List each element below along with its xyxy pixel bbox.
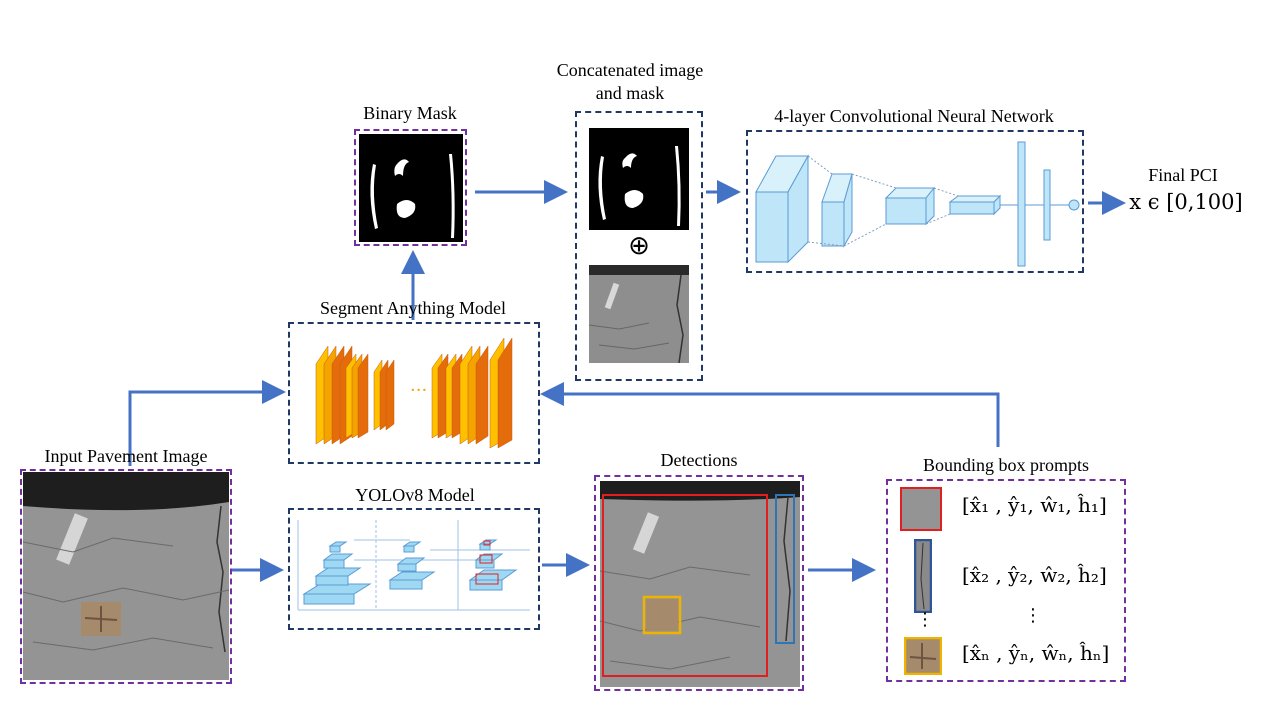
sam-layers-diagram: ··· xyxy=(315,337,513,449)
svg-text:···: ··· xyxy=(410,380,427,401)
yolo-panel xyxy=(288,508,540,630)
sam-title: Segment Anything Model xyxy=(320,298,506,318)
detections-panel xyxy=(594,475,804,691)
input-pavement-image xyxy=(23,472,229,680)
concat-title-line2: and mask xyxy=(595,83,665,103)
concat-operator: ⊕ xyxy=(628,231,650,261)
bbox-prompt-2: [x̂₂ , ŷ₂, ŵ₂, ĥ₂] xyxy=(962,563,1107,587)
concat-panel: ⊕ xyxy=(575,111,703,381)
detection-box-red xyxy=(602,494,768,677)
binary-mask-image xyxy=(359,134,463,242)
pci-range: x ϵ [0,100] xyxy=(1129,190,1243,214)
concat-pavement-image xyxy=(589,265,689,363)
cnn-diagram xyxy=(755,141,1080,267)
cnn-panel xyxy=(746,130,1084,273)
bbox-prompt-ellipsis: ⋮ xyxy=(1024,605,1042,626)
bbox-prompts-title: Bounding box prompts xyxy=(922,455,1089,475)
binary-mask-title: Binary Mask xyxy=(363,103,457,123)
detection-box-yellow xyxy=(642,595,682,635)
bbox-prompt-1: [x̂₁ , ŷ₁, ŵ₁, ĥ₁] xyxy=(962,493,1107,517)
arrow-input-to-sam xyxy=(128,380,286,466)
bbox-prompt-n: [x̂ₙ , ŷₙ, ŵₙ, ĥₙ] xyxy=(962,641,1110,665)
concat-mask-image xyxy=(589,128,689,230)
prompt-thumb-ellipsis: ⋮ xyxy=(916,609,934,630)
arrow-prompts-to-sam xyxy=(540,382,1000,447)
prompt-thumb-1 xyxy=(900,487,942,531)
prompt-thumb-n xyxy=(904,637,942,675)
detections-image xyxy=(600,481,800,687)
input-title: Input Pavement Image xyxy=(44,446,208,466)
yolo-architecture-diagram xyxy=(297,520,530,611)
yolo-title: YOLOv8 Model xyxy=(355,485,475,505)
bbox-prompts-panel: ⋮ [x̂₁ , ŷ₁, ŵ₁, ĥ₁] [x̂₂ , ŷ₂, ŵ₂, ĥ₂] … xyxy=(886,479,1126,682)
prompt-thumb-2 xyxy=(914,539,932,613)
detections-title: Detections xyxy=(660,450,738,470)
detection-box-blue xyxy=(775,494,795,644)
concat-title-line1: Concatenated image xyxy=(556,60,704,80)
final-pci-title: Final PCI xyxy=(1148,165,1218,185)
cnn-title: 4-layer Convolutional Neural Network xyxy=(774,106,1054,126)
binary-mask-panel xyxy=(354,129,467,246)
input-panel xyxy=(20,469,232,684)
sam-panel: ··· xyxy=(288,322,540,464)
